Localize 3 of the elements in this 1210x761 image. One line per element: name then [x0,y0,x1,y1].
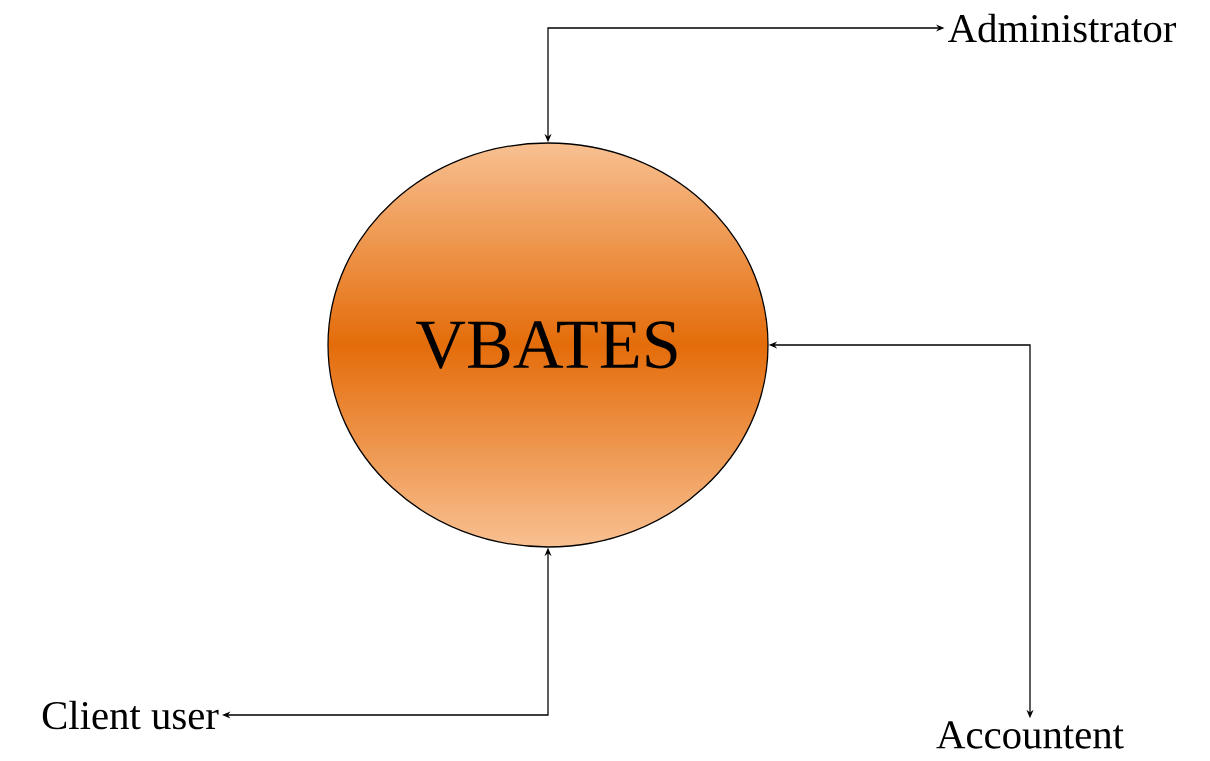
actor-label: Administrator [948,13,1177,43]
actor-label: Client user [42,700,219,730]
actor-label: Accountent [936,721,1124,749]
